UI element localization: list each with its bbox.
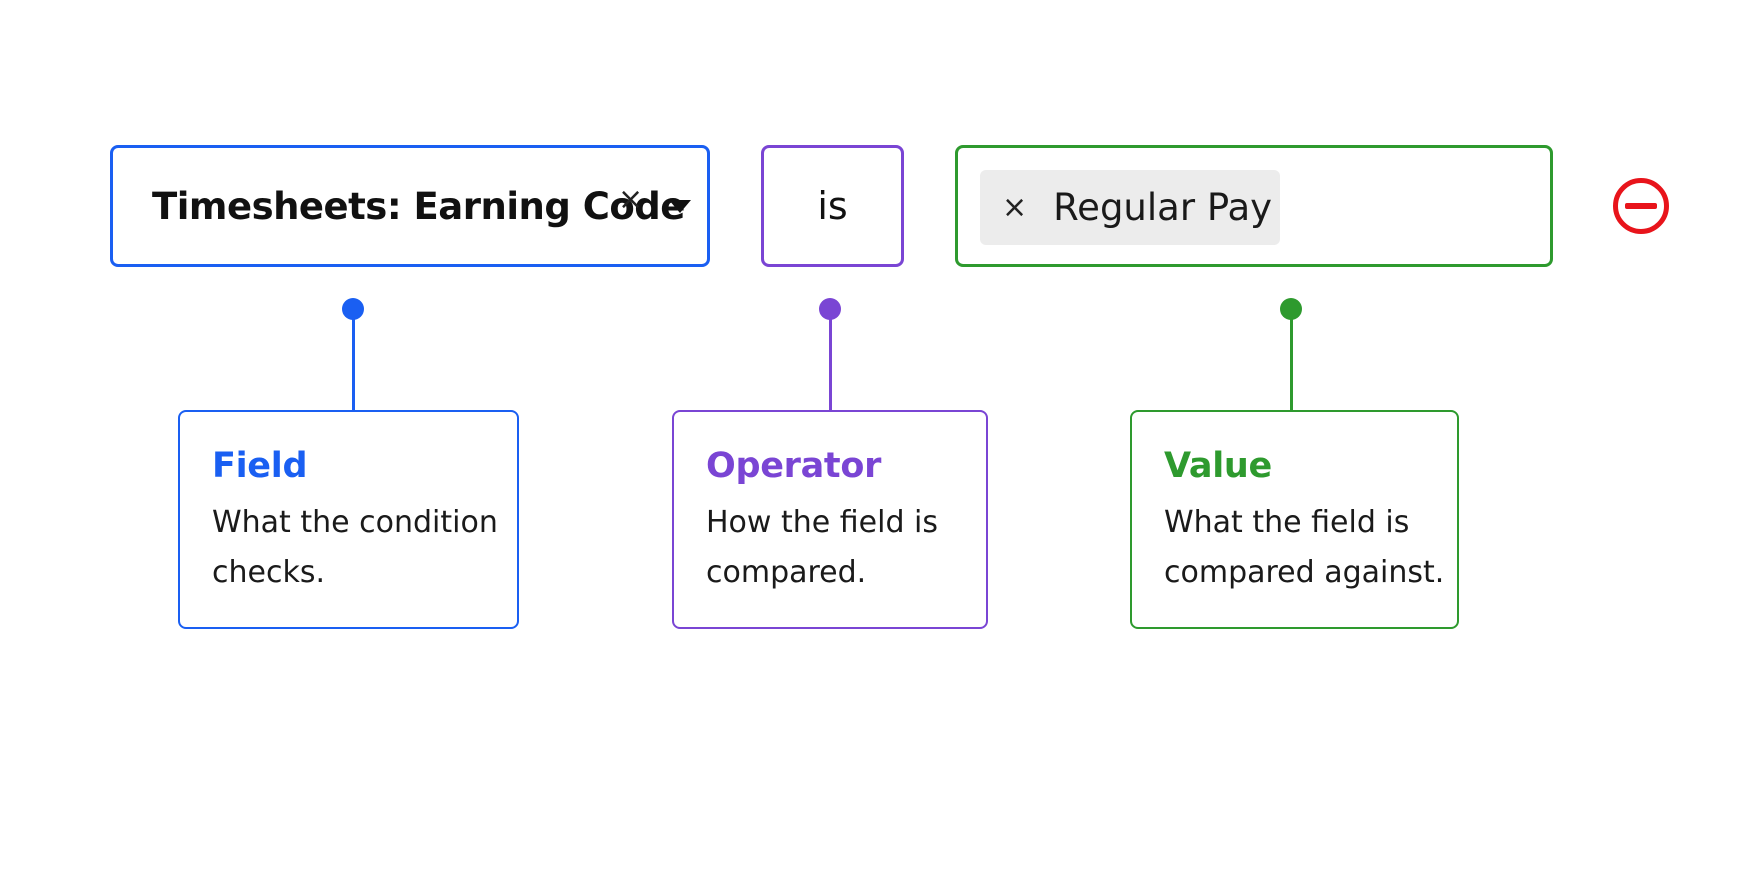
minus-circle-icon bbox=[1625, 203, 1657, 209]
operator-annotation-description: How the field is compared. bbox=[706, 505, 938, 590]
value-input[interactable]: × Regular Pay bbox=[955, 145, 1553, 267]
clear-icon[interactable]: × bbox=[618, 182, 644, 217]
value-chip: × Regular Pay bbox=[980, 170, 1280, 245]
field-annotation-card: Field What the condition checks. bbox=[178, 410, 519, 629]
value-connector-line bbox=[1290, 318, 1293, 410]
operator-select-value: is bbox=[817, 184, 848, 228]
chevron-down-icon[interactable] bbox=[669, 200, 691, 213]
operator-connector-line bbox=[829, 318, 832, 410]
operator-annotation-card: Operator How the field is compared. bbox=[672, 410, 988, 629]
operator-annotation-title: Operator bbox=[706, 446, 882, 486]
value-annotation-card: Value What the field is compared against… bbox=[1130, 410, 1459, 629]
value-annotation-description: What the field is compared against. bbox=[1164, 505, 1445, 590]
remove-condition-button[interactable] bbox=[1613, 178, 1669, 234]
value-chip-label: Regular Pay bbox=[1053, 186, 1273, 229]
field-annotation-description: What the condition checks. bbox=[212, 505, 498, 590]
operator-connector-dot bbox=[819, 298, 841, 320]
field-connector-dot bbox=[342, 298, 364, 320]
value-annotation-title: Value bbox=[1164, 446, 1272, 486]
operator-select[interactable]: is bbox=[761, 145, 904, 267]
field-connector-line bbox=[352, 318, 355, 410]
value-connector-dot bbox=[1280, 298, 1302, 320]
field-select[interactable]: Timesheets: Earning Code × bbox=[110, 145, 710, 267]
field-annotation-title: Field bbox=[212, 446, 308, 486]
chip-remove-icon[interactable]: × bbox=[1002, 190, 1028, 225]
field-select-value: Timesheets: Earning Code bbox=[152, 184, 685, 228]
